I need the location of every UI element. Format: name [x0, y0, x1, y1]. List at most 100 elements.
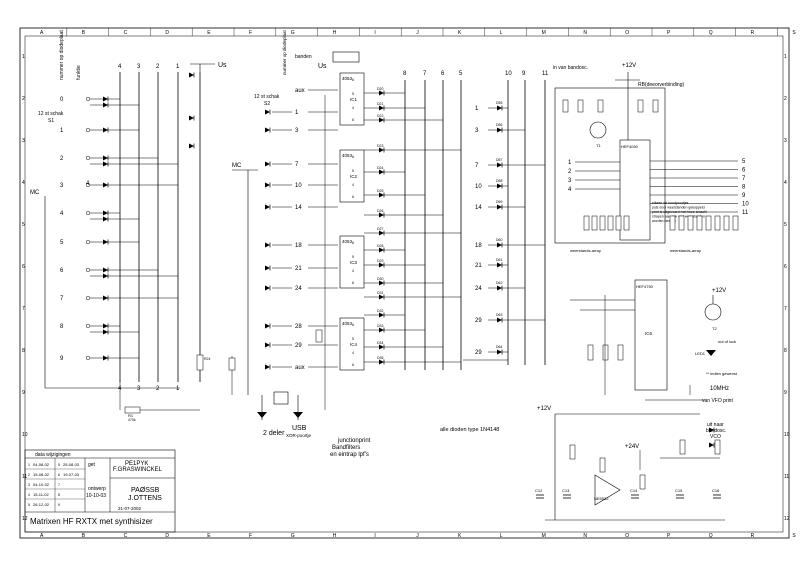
mid-diode	[379, 280, 384, 286]
mid-row-label: 1	[295, 110, 299, 116]
rev-num: 4	[28, 493, 30, 497]
rev-num: 1	[28, 463, 30, 467]
right-diode	[497, 349, 502, 355]
ic-type-label: HEF4050	[621, 144, 639, 149]
mid-diode	[379, 105, 384, 111]
grid-col-label: M	[542, 30, 546, 36]
diode-label: D30	[377, 277, 383, 281]
mid-mc-label: MC	[232, 163, 242, 169]
grid-col-label: E	[207, 533, 211, 539]
grid-row-label: 4	[22, 180, 25, 186]
diode-label: D23	[377, 144, 383, 148]
synth-output-label: 6	[742, 168, 746, 174]
plus12-top: +12V	[622, 63, 636, 69]
grid-row-label: 5	[784, 222, 787, 228]
grid-col-label: H	[333, 533, 337, 539]
ic-type-label: 4053	[342, 153, 353, 158]
left-diode	[103, 323, 108, 329]
array-resistor	[696, 215, 703, 231]
capacitor-label: C15	[675, 488, 683, 493]
diode-label: D63	[496, 313, 502, 317]
ic-pin: 4	[352, 351, 354, 355]
mid-row-label: 29	[295, 343, 302, 349]
left-row-label: 5	[60, 240, 64, 246]
synth-input-label: 3	[568, 178, 572, 184]
diode-label: D29	[377, 259, 383, 263]
grid-col-label: K	[458, 533, 462, 539]
label: LED1	[695, 351, 706, 356]
switch-contact	[85, 127, 91, 133]
mid-row-label: 21	[295, 266, 302, 272]
mid-diode	[265, 323, 270, 329]
array-resistor	[583, 215, 590, 231]
rev-date: 26-12-02	[33, 502, 50, 507]
vco-diode	[709, 427, 714, 433]
mid-diode	[265, 265, 270, 271]
design-by: PAØSSB J.OTTENS	[128, 487, 162, 502]
left-col-bottom-label: 1	[176, 386, 180, 392]
switch-contact	[85, 96, 91, 102]
design-label: ontwerp	[88, 486, 106, 492]
ic-hef4050	[619, 139, 651, 241]
left-row-label: 9	[60, 356, 64, 362]
grid-col-label: F	[249, 30, 252, 36]
ic-4053	[339, 149, 365, 203]
lr-plus12: +12V	[537, 406, 551, 412]
ic-pin: 6	[352, 241, 354, 245]
ic-pin: 5	[352, 337, 354, 341]
right-diode	[497, 162, 502, 168]
diode-label: D33	[377, 324, 383, 328]
ic-id-label: IC3	[350, 260, 358, 265]
left-diode	[103, 216, 108, 222]
rev-num: 6	[58, 473, 60, 477]
resistor	[602, 344, 609, 361]
label: T2	[712, 326, 717, 331]
right-diode	[497, 127, 502, 133]
op-amp	[594, 474, 621, 506]
rev-num: 7	[58, 483, 60, 487]
grid-col-label: I	[374, 533, 375, 539]
right-diode	[497, 242, 502, 248]
ic-pin: 6	[352, 155, 354, 159]
right-diode	[497, 317, 502, 323]
diode-label: D64	[496, 345, 502, 349]
mid-row-label: 7	[295, 162, 299, 168]
array-right-label: weerstands-array	[670, 248, 701, 253]
op-amp-label: NE5532	[594, 496, 609, 501]
arrow-down	[257, 412, 267, 418]
xor-gate	[273, 391, 289, 405]
grid-col-label: M	[542, 533, 546, 539]
vco-diode	[709, 442, 714, 448]
resistor	[577, 99, 584, 113]
left-diode	[189, 72, 194, 78]
mid-diode	[265, 127, 270, 133]
not-loaded-note: ** indien gewenst	[706, 371, 738, 376]
grid-col-label: S	[792, 533, 796, 539]
diode-label: D35	[377, 356, 383, 360]
diode-label: D27	[377, 227, 383, 231]
ic-pin: 5	[352, 92, 354, 96]
left-row-label: 6	[60, 268, 64, 274]
drawn-by-label: get	[88, 462, 96, 468]
synth-output-label: 8	[742, 185, 746, 191]
diode-label: D25	[377, 189, 383, 193]
switch-contact	[85, 239, 91, 245]
diode-label: D56	[496, 123, 502, 127]
mid-row-label: 14	[295, 205, 302, 211]
resistor	[562, 99, 569, 113]
out-of-lock: out of lock	[718, 339, 736, 344]
left-diode	[103, 96, 108, 102]
left-diode	[103, 329, 108, 335]
grid-row-label: 1	[22, 54, 25, 60]
vfo-label: van VFO print	[702, 398, 733, 404]
svg-text:S2: S2	[264, 101, 270, 107]
left-col-bottom-label: 3	[137, 386, 141, 392]
mid-diode	[379, 147, 384, 153]
array-resistor	[607, 215, 614, 231]
left-diode	[103, 102, 108, 108]
mid-diode	[379, 262, 384, 268]
left-col-top-label: 1	[176, 64, 180, 70]
mid-row-label: aux	[295, 365, 305, 371]
grid-row-label: 8	[22, 348, 25, 354]
from-band-osc: in van bandosc.	[553, 65, 588, 71]
